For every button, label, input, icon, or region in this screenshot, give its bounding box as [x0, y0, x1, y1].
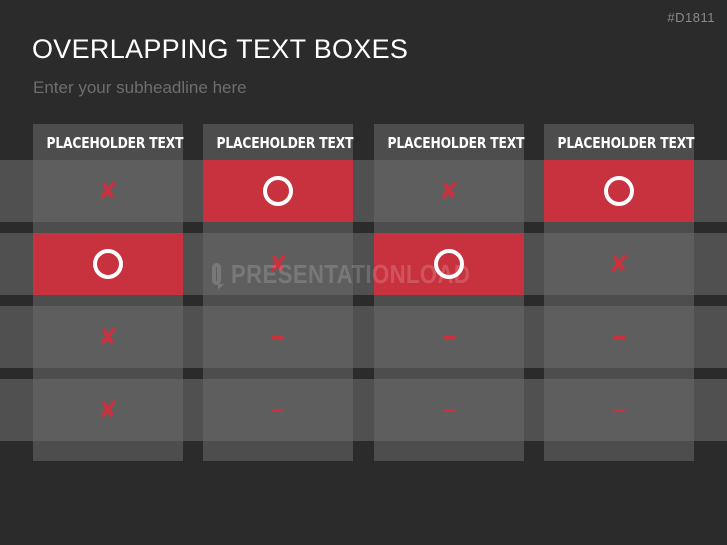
table-cell: ✘	[33, 379, 183, 441]
column-3: PLACEHOLDER TEXT ✘	[374, 124, 524, 461]
circle-icon	[93, 249, 123, 279]
table-cell-highlight	[544, 160, 694, 222]
dash-icon	[443, 335, 455, 339]
table-cell: ✘	[33, 306, 183, 368]
cross-icon: ✘	[608, 250, 630, 278]
column-header: PLACEHOLDER TEXT	[387, 134, 525, 152]
slide-title: OVERLAPPING TEXT BOXES	[32, 34, 409, 64]
slide-code: #D1811	[667, 10, 715, 25]
circle-icon	[604, 176, 634, 206]
table-cell: ✘	[374, 160, 524, 222]
cross-icon: ✘	[97, 323, 119, 351]
dash-icon	[272, 408, 284, 412]
table-cell: ✘	[203, 233, 353, 295]
circle-icon	[263, 176, 293, 206]
column-header: PLACEHOLDER TEXT	[216, 134, 354, 152]
table-cell	[374, 306, 524, 368]
table-cell: ✘	[33, 160, 183, 222]
column-1: PLACEHOLDER TEXT ✘ ✘ ✘	[33, 124, 183, 461]
table-cell-highlight	[374, 233, 524, 295]
table-cell	[374, 379, 524, 441]
cross-icon: ✘	[97, 177, 119, 205]
table-cell	[203, 379, 353, 441]
cross-icon: ✘	[267, 250, 289, 278]
table-cell	[544, 379, 694, 441]
dash-icon	[613, 335, 625, 339]
cross-icon: ✘	[438, 177, 460, 205]
dash-icon	[272, 335, 284, 339]
circle-icon	[434, 249, 464, 279]
column-header: PLACEHOLDER TEXT	[557, 134, 695, 152]
cross-icon: ✘	[97, 396, 119, 424]
table-cell	[203, 306, 353, 368]
dash-icon	[443, 408, 455, 412]
table-cell-highlight	[33, 233, 183, 295]
table-cell	[544, 306, 694, 368]
table-cell-highlight	[203, 160, 353, 222]
table-cell: ✘	[544, 233, 694, 295]
column-4: PLACEHOLDER TEXT ✘	[544, 124, 694, 461]
dash-icon	[613, 408, 625, 412]
column-2: PLACEHOLDER TEXT ✘	[203, 124, 353, 461]
column-header: PLACEHOLDER TEXT	[46, 134, 184, 152]
slide-subtitle: Enter your subheadline here	[33, 78, 247, 97]
